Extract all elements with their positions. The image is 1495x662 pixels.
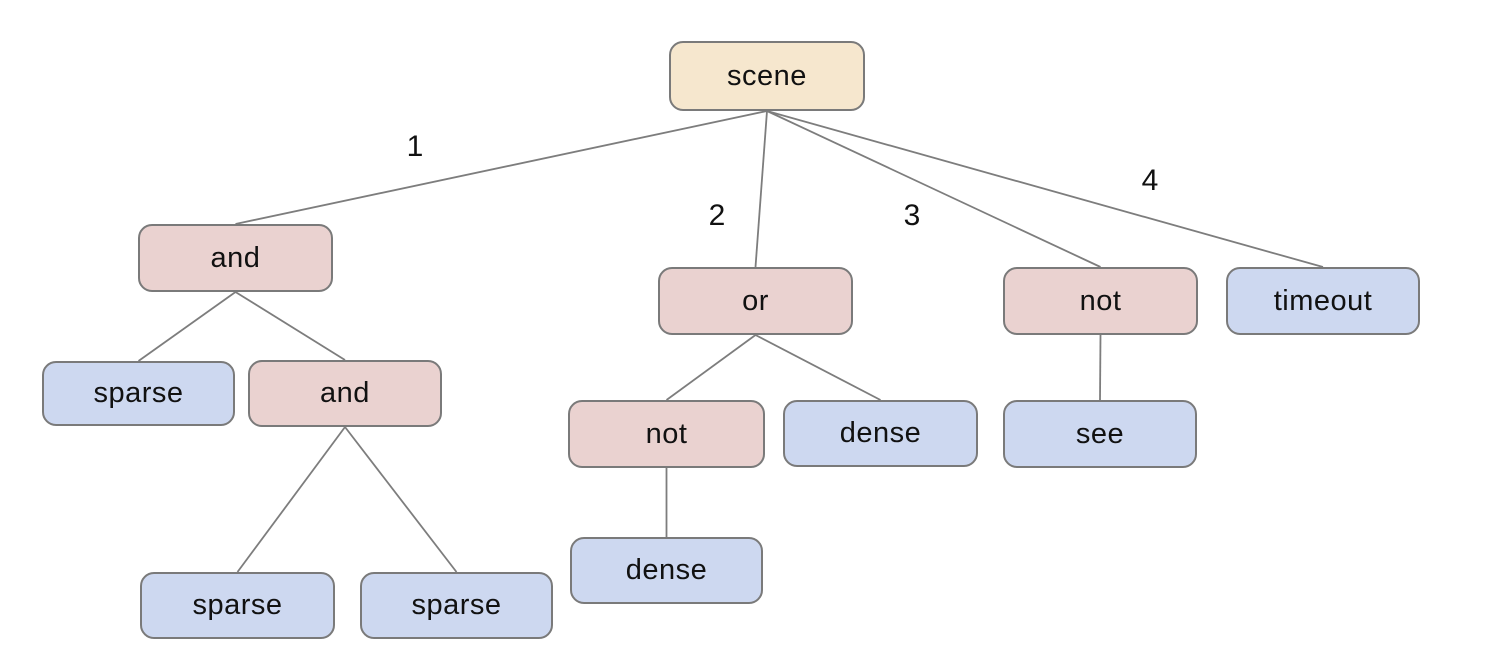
edge-label-2: 2	[708, 199, 726, 232]
edge-line-or1-dense1	[755, 334, 881, 401]
node-and1: and	[138, 224, 333, 292]
node-not2: not	[568, 400, 765, 468]
edge-label-4: 4	[1141, 164, 1159, 197]
node-sparse2: sparse	[140, 572, 335, 639]
edge-label-1: 1	[406, 130, 424, 163]
edge-label-3: 3	[903, 199, 921, 232]
node-sparse1: sparse	[42, 361, 235, 426]
node-or1: or	[658, 267, 853, 335]
edge-line-or1-not2	[665, 334, 757, 401]
edge-line-and1-and2	[235, 291, 346, 361]
node-not1: not	[1003, 267, 1198, 335]
edge-line-and1-sparse1	[137, 291, 237, 362]
node-dense2: dense	[570, 537, 763, 604]
node-scene: scene	[669, 41, 865, 111]
node-timeout: timeout	[1226, 267, 1420, 335]
node-see: see	[1003, 400, 1197, 468]
edge-line-scene-not1	[766, 110, 1101, 268]
edge-line-scene-or1	[754, 110, 768, 268]
edge-line-and2-sparse3	[344, 426, 458, 573]
edge-line-scene-timeout	[766, 110, 1324, 268]
node-dense1: dense	[783, 400, 978, 467]
edge-line-scene-and1	[235, 110, 768, 225]
edge-line-and2-sparse2	[236, 426, 346, 573]
node-sparse3: sparse	[360, 572, 553, 639]
node-and2: and	[248, 360, 442, 427]
edge-line-not1-see	[1099, 334, 1102, 401]
